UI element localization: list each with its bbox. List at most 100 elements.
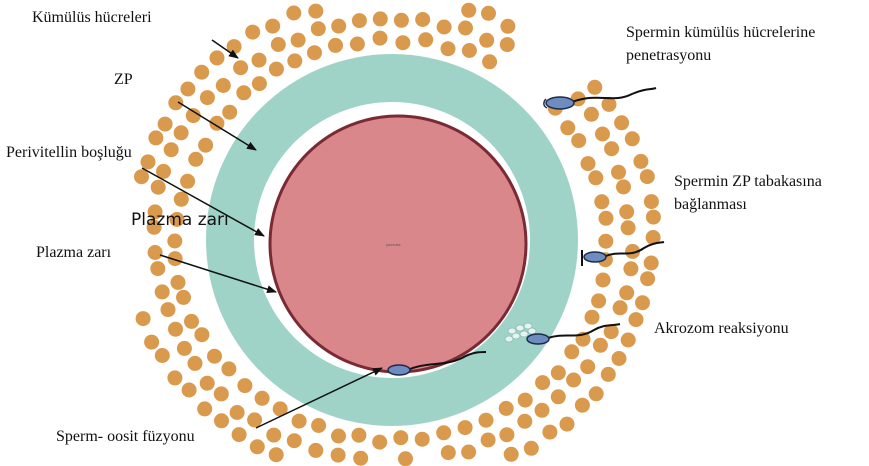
cumulus-cell <box>601 367 616 382</box>
cumulus-cell <box>604 141 619 156</box>
cumulus-cell <box>535 375 550 390</box>
cumulus-cell <box>194 327 209 342</box>
cumulus-cell <box>331 19 346 34</box>
cumulus-cell <box>194 65 209 80</box>
label-penetration-line2: penetrasyonu <box>626 47 711 64</box>
cumulus-cell <box>350 37 365 52</box>
cumulus-cell <box>286 6 301 21</box>
cumulus-cell <box>221 361 236 376</box>
cumulus-cell <box>437 20 452 35</box>
cumulus-cell <box>287 433 302 448</box>
cumulus-cell <box>186 108 201 123</box>
cumulus-cell <box>155 348 170 363</box>
cumulus-cell <box>236 85 251 100</box>
cumulus-cell <box>640 169 655 184</box>
cumulus-cell <box>148 245 163 260</box>
cumulus-cell <box>644 194 659 209</box>
cumulus-cell <box>518 393 533 408</box>
cumulus-cell <box>311 21 326 36</box>
cumulus-cell <box>499 427 514 442</box>
cumulus-cell <box>292 414 307 429</box>
cumulus-cell <box>594 194 609 209</box>
label-binding-line1: Spermin ZP tabakasına <box>674 173 822 190</box>
oocyte-center-label: yumurta <box>386 242 401 247</box>
cumulus-cell <box>155 284 170 299</box>
cumulus-cell <box>331 448 346 463</box>
cumulus-cell <box>619 285 634 300</box>
cumulus-cell <box>144 335 159 350</box>
cumulus-cell <box>353 451 368 466</box>
cumulus-cell <box>307 45 322 60</box>
label-binding-line2: bağlanması <box>674 196 747 213</box>
cumulus-cell <box>151 180 166 195</box>
cumulus-cell <box>252 76 267 91</box>
cumulus-cell <box>621 333 636 348</box>
cumulus-cell <box>148 130 163 145</box>
cumulus-cell <box>200 90 215 105</box>
cumulus-cell <box>331 429 346 444</box>
cumulus-cell <box>171 275 186 290</box>
cumulus-cell <box>167 370 182 385</box>
cumulus-cell <box>161 302 176 317</box>
cumulus-cell <box>612 351 627 366</box>
cumulus-cell <box>372 435 387 450</box>
cumulus-cell <box>352 13 367 28</box>
cumulus-cell <box>461 445 476 460</box>
cumulus-cell <box>174 125 189 140</box>
cumulus-cell <box>207 349 222 364</box>
cumulus-cell <box>584 107 599 122</box>
cumulus-cell <box>167 234 182 249</box>
cumulus-cell <box>566 373 581 388</box>
cumulus-cell <box>328 38 343 53</box>
label-cumulus: Kümülüs hücreleri <box>32 9 152 26</box>
cumulus-cell <box>269 62 284 77</box>
cumulus-cell <box>623 261 638 276</box>
cumulus-cell <box>311 418 326 433</box>
cumulus-cell <box>271 37 286 52</box>
label-fusion: Sperm- oosit füzyonu <box>56 428 195 445</box>
cumulus-cell <box>232 427 247 442</box>
cumulus-cell <box>233 60 248 75</box>
cumulus-cell <box>373 31 388 46</box>
cumulus-cell <box>614 115 629 130</box>
cumulus-cell <box>646 210 661 225</box>
cumulus-cell <box>588 170 603 185</box>
cumulus-cell <box>441 41 456 56</box>
cumulus-cell <box>180 174 195 189</box>
label-plasma: Plazma zarı <box>36 244 112 261</box>
cumulus-cell <box>180 82 195 97</box>
cumulus-cell <box>587 80 602 95</box>
cumulus-cell <box>499 401 514 416</box>
cumulus-cell <box>245 25 260 40</box>
cumulus-cell <box>644 256 659 271</box>
cumulus-cell <box>593 338 608 353</box>
cumulus-cell <box>504 447 519 462</box>
cumulus-cell <box>635 295 650 310</box>
cumulus-cell <box>441 445 456 460</box>
cumulus-cell <box>255 391 270 406</box>
label-plasma-overlay: Plazma zarı <box>131 210 229 230</box>
cumulus-cell <box>564 344 579 359</box>
cumulus-cell <box>188 356 203 371</box>
cumulus-cell <box>265 19 280 34</box>
cumulus-cell <box>596 273 611 288</box>
cumulus-cell <box>500 19 515 34</box>
cumulus-cell <box>481 6 496 21</box>
label-penetration-line1: Spermin kümülüs hücrelerine <box>626 24 815 41</box>
cumulus-cell <box>176 290 191 305</box>
cumulus-cell <box>479 33 494 48</box>
cumulus-cell <box>462 43 477 58</box>
cumulus-cell <box>571 133 586 148</box>
cumulus-cell <box>551 389 566 404</box>
cumulus-cell <box>174 192 189 207</box>
cumulus-cell <box>640 271 655 286</box>
cumulus-cell <box>287 53 302 68</box>
cumulus-cell <box>394 13 409 28</box>
cumulus-cell <box>308 443 323 458</box>
cumulus-cell <box>164 142 179 157</box>
cumulus-cell <box>210 50 225 65</box>
cumulus-cell <box>150 261 165 276</box>
cumulus-cell <box>625 131 640 146</box>
cumulus-cell <box>580 359 595 374</box>
cumulus-cell <box>415 12 430 27</box>
